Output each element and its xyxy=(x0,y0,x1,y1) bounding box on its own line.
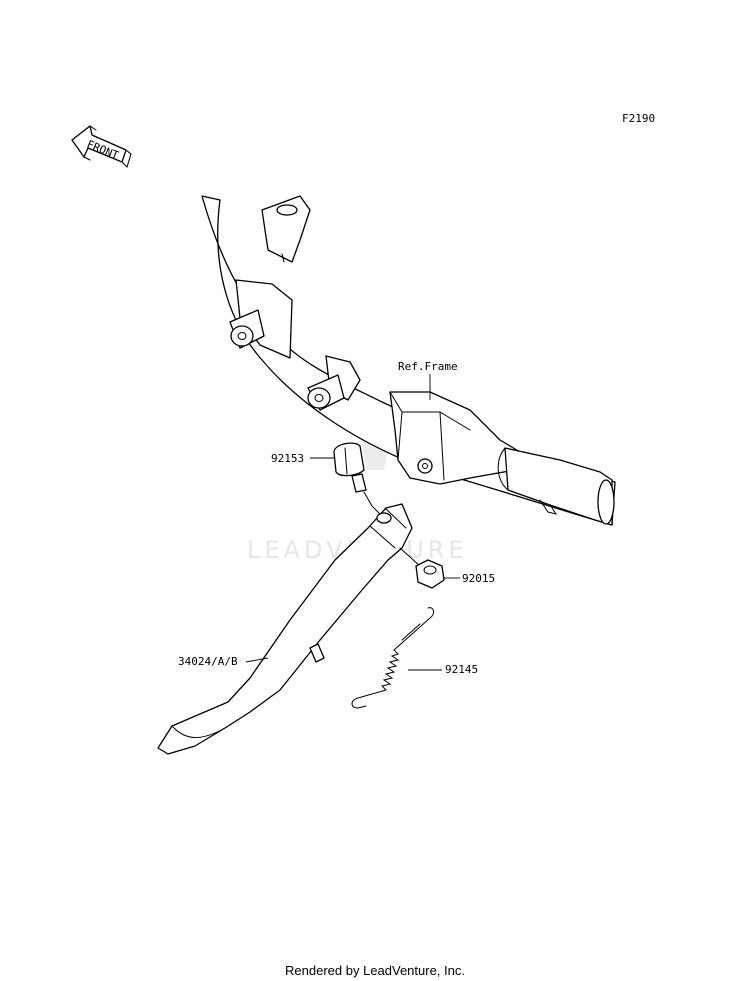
footer-credit: Rendered by LeadVenture, Inc. xyxy=(285,963,465,978)
leader-34024 xyxy=(245,657,269,663)
part-label-92015: 92015 xyxy=(462,572,495,585)
nut-92015 xyxy=(399,547,445,589)
ref-frame-label: Ref.Frame xyxy=(398,360,458,373)
bolt-92153 xyxy=(333,442,387,521)
side-stand-34024 xyxy=(157,503,413,755)
frame-ref xyxy=(201,195,616,526)
part-label-92153: 92153 xyxy=(271,452,304,465)
spring-92145 xyxy=(351,607,435,709)
part-label-92145: 92145 xyxy=(445,663,478,676)
part-label-34024: 34024/A/B xyxy=(178,655,238,668)
figure-code: F2190 xyxy=(622,112,655,125)
front-arrow-icon: FRONT xyxy=(71,125,132,168)
